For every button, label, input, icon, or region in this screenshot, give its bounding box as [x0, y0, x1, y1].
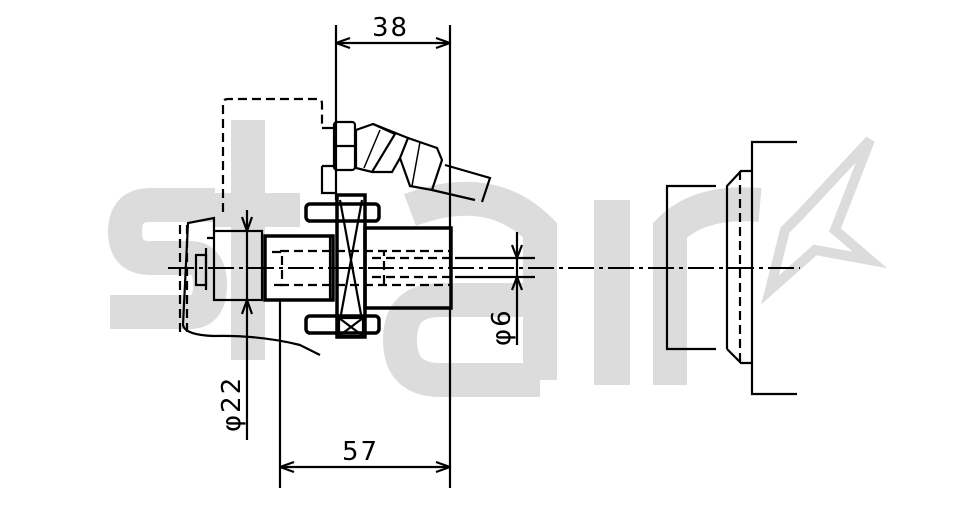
dimension-57: 57 [278, 300, 452, 488]
pipe [320, 126, 337, 195]
dimension-phi22-label: φ22 [217, 376, 247, 432]
dimension-phi6: φ6 [455, 232, 535, 346]
dimension-38-label: 38 [372, 13, 409, 43]
hidden-bore [280, 249, 450, 287]
valve-hex [178, 216, 321, 356]
dimension-38: 38 [334, 13, 452, 268]
dimension-phi22: φ22 [217, 210, 254, 440]
hidden-pipe [221, 97, 324, 212]
angled-fitting [332, 120, 492, 203]
right-outlet [665, 140, 797, 396]
flange [304, 193, 381, 339]
dimension-phi6-label: φ6 [487, 308, 517, 346]
cylinder [263, 234, 335, 302]
watermark-logo [107, 120, 888, 397]
dimension-57-label: 57 [342, 437, 379, 467]
